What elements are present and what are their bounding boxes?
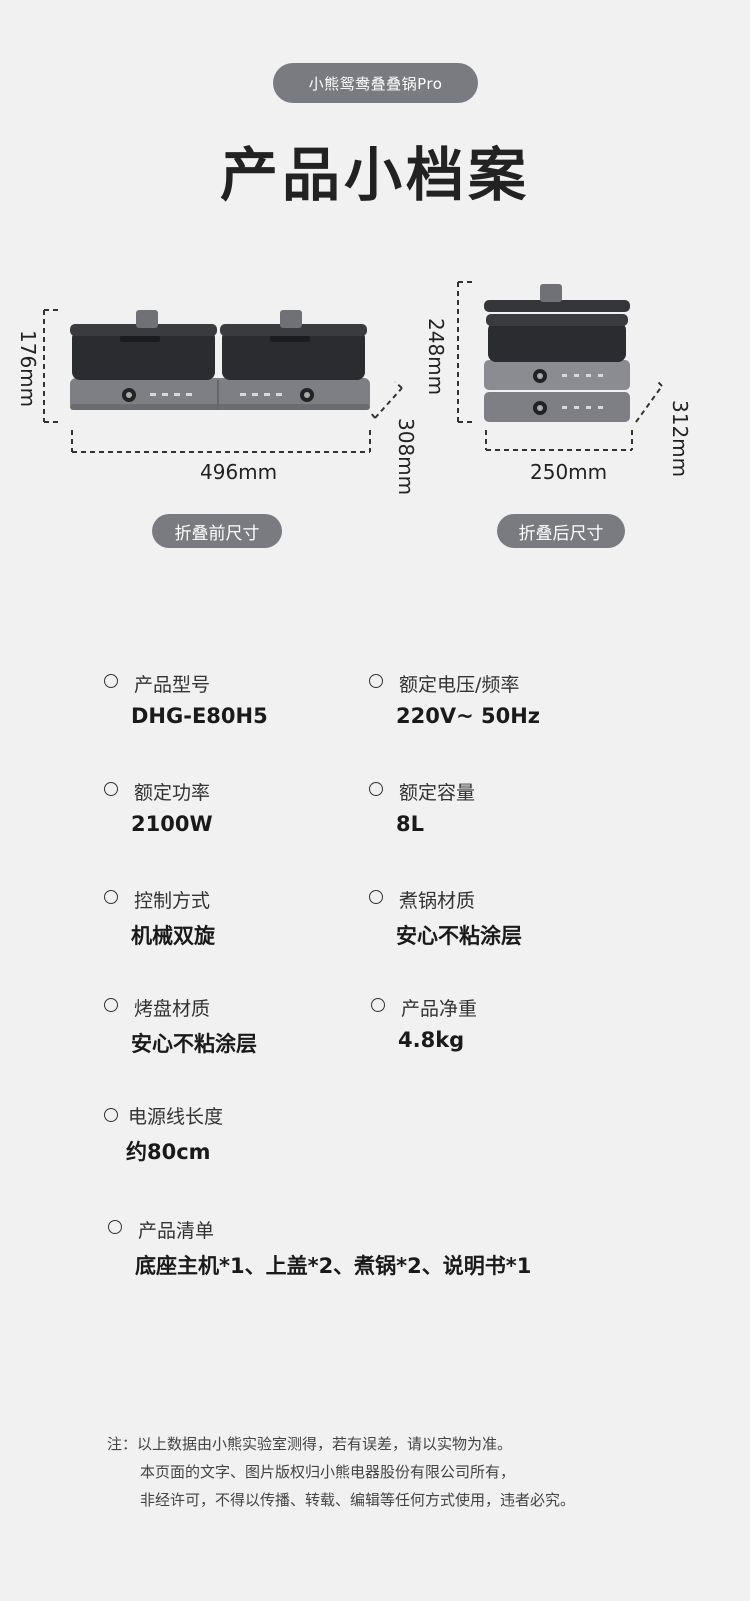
spec-value: DHG-E80H5 (131, 704, 268, 728)
height-before-label: 176mm (16, 330, 40, 408)
note-line: 本页面的文字、图片版权归小熊电器股份有限公司所有， (140, 1463, 516, 1481)
spec-label: 控制方式 (134, 890, 211, 912)
circle-outline-icon (104, 890, 118, 904)
depth-before-label: 308mm (394, 418, 418, 496)
width-after-label: 250mm (530, 460, 608, 484)
spec-label: 额定功率 (134, 782, 211, 804)
circle-outline-icon (104, 998, 118, 1012)
circle-outline-icon (369, 674, 383, 688)
circle-outline-icon (104, 674, 118, 688)
spec-label: 额定电压/频率 (399, 674, 520, 696)
height-after-label: 248mm (424, 318, 448, 396)
product-name-pill: 小熊鸳鸯叠叠锅Pro (273, 63, 478, 103)
spec-value: 220V~ 50Hz (396, 704, 541, 728)
spec-value: 8L (396, 812, 424, 836)
spec-value: 安心不粘涂层 (396, 924, 522, 948)
unfolded-product-image (43, 309, 403, 453)
spec-label: 产品型号 (134, 674, 211, 696)
copyright-note: 注：以上数据由小熊实验室测得，若有误差，请以实物为准。 本页面的文字、图片版权归… (107, 1430, 575, 1514)
spec-label: 烤盘材质 (134, 998, 211, 1020)
note-line: 非经许可，不得以传播、转载、编辑等任何方式使用，违者必究。 (140, 1491, 576, 1509)
circle-outline-icon (369, 890, 383, 904)
spec-label: 产品净重 (401, 998, 478, 1020)
spec-value: 约80cm (126, 1140, 211, 1164)
spec-label: 额定容量 (399, 782, 476, 804)
spec-value: 底座主机*1、上盖*2、煮锅*2、说明书*1 (135, 1254, 532, 1278)
circle-outline-icon (104, 1108, 118, 1122)
after-folding-caption: 折叠后尺寸 (497, 514, 625, 548)
before-folding-caption: 折叠前尺寸 (152, 514, 282, 548)
spec-value: 4.8kg (398, 1028, 465, 1052)
spec-label: 煮锅材质 (399, 890, 476, 912)
circle-outline-icon (104, 782, 118, 796)
circle-outline-icon (108, 1220, 122, 1234)
page-title: 产品小档案 (219, 141, 530, 209)
circle-outline-icon (369, 782, 383, 796)
depth-after-label: 312mm (668, 400, 692, 478)
width-before-label: 496mm (200, 460, 278, 484)
spec-label: 电源线长度 (128, 1106, 224, 1128)
spec-label: 产品清单 (138, 1220, 215, 1242)
spec-value: 安心不粘涂层 (131, 1032, 257, 1056)
spec-value: 机械双旋 (131, 924, 215, 948)
folded-product-image (457, 281, 663, 451)
spec-value: 2100W (131, 812, 213, 836)
note-line: 注：以上数据由小熊实验室测得，若有误差，请以实物为准。 (107, 1435, 513, 1453)
circle-outline-icon (371, 998, 385, 1012)
